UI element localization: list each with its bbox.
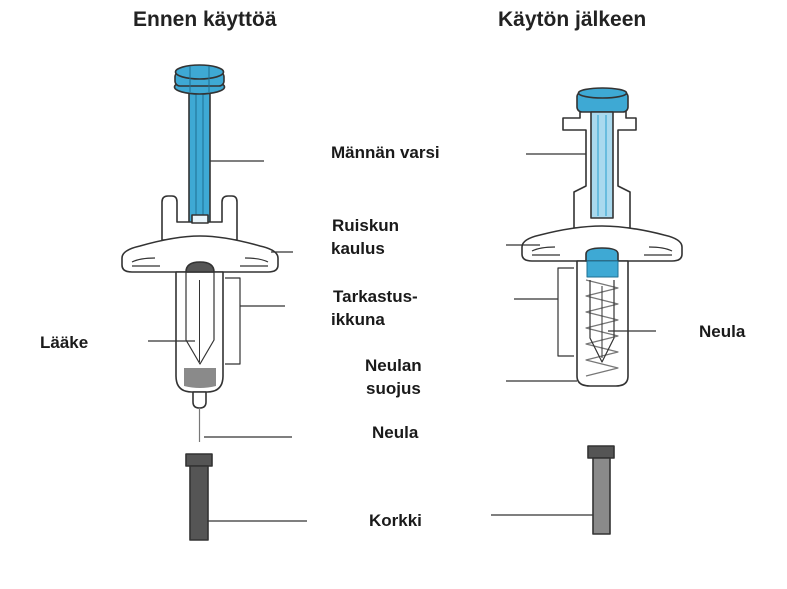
- syringe-before: [121, 64, 279, 541]
- spring-after: [585, 279, 619, 377]
- syringe-collar-before: [121, 235, 279, 273]
- leader-lines-before: [148, 160, 307, 522]
- cap-before-top: [185, 453, 213, 467]
- label-needle-shield-line2: suojus: [366, 379, 421, 398]
- cap-before: [189, 465, 209, 541]
- label-needle-shield-line1: Neulan: [365, 356, 422, 375]
- label-syringe-collar-line1: Ruiskun: [332, 216, 400, 235]
- label-medicine: Lääke: [40, 333, 89, 352]
- syringe-collar-after: [521, 225, 683, 262]
- cap-after: [592, 457, 611, 535]
- label-needle: Neula: [372, 423, 419, 442]
- label-syringe-collar-line2: kaulus: [331, 239, 385, 258]
- title-after-use: Käytön jälkeen: [498, 8, 647, 31]
- label-inspection-window-line2: ikkuna: [331, 310, 385, 329]
- leader-lines-after: [491, 153, 656, 516]
- label-plunger-rod: Männän varsi: [331, 143, 440, 162]
- plunger-rod-before: [188, 87, 211, 224]
- cap-after-top: [587, 445, 615, 459]
- label-needle-after: Neula: [699, 322, 746, 341]
- syringe-after: [521, 87, 683, 535]
- medicine-fill: [184, 368, 216, 388]
- label-inspection-window-line1: Tarkastus-: [333, 287, 418, 306]
- plunger-rod-after: [590, 111, 614, 219]
- title-before-use: Ennen käyttöä: [133, 8, 277, 31]
- label-cap: Korkki: [369, 511, 422, 530]
